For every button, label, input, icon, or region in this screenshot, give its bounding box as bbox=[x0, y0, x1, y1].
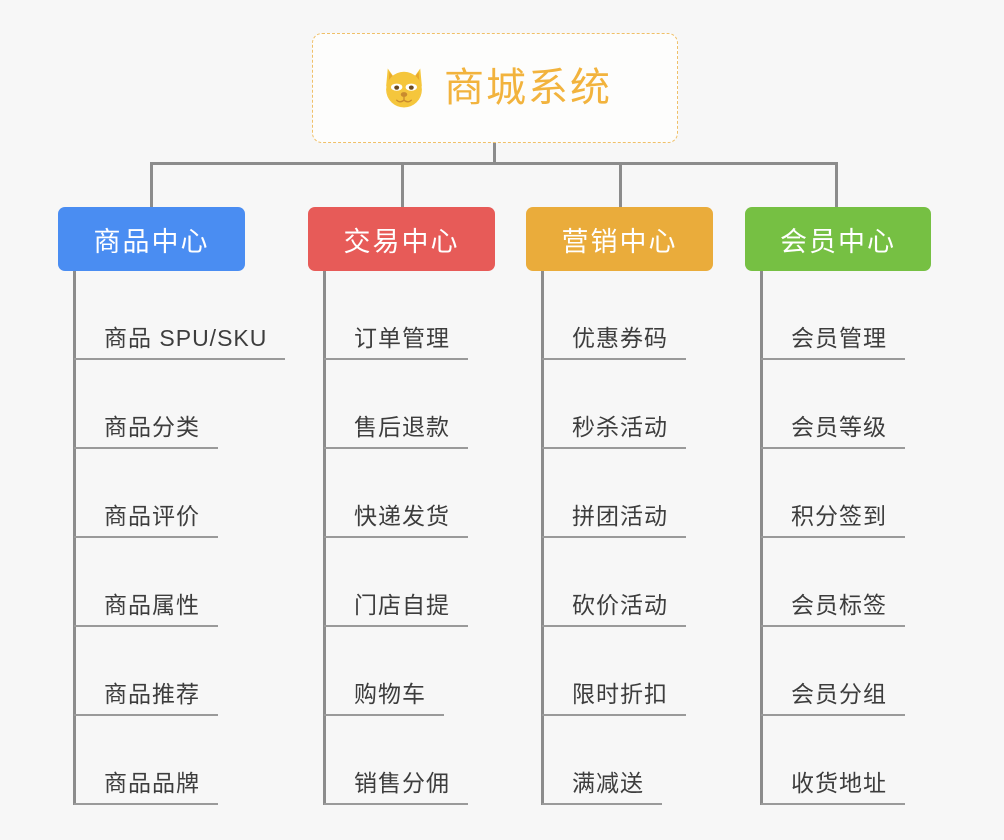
branch-spine bbox=[760, 271, 763, 805]
leaf-label: 商品属性 bbox=[104, 591, 200, 618]
leaf-label: 优惠券码 bbox=[572, 324, 668, 351]
branch-header-3[interactable]: 营销中心 bbox=[526, 207, 713, 271]
leaf-label: 商品推荐 bbox=[104, 680, 200, 707]
leaf-item[interactable]: 会员管理 bbox=[760, 271, 905, 360]
leaf-item[interactable]: 购物车 bbox=[323, 627, 468, 716]
leaf-item[interactable]: 限时折扣 bbox=[541, 627, 686, 716]
leaf-label: 商品品牌 bbox=[104, 769, 200, 796]
branch-spine bbox=[541, 271, 544, 805]
leaf-item[interactable]: 售后退款 bbox=[323, 360, 468, 449]
branch-spine bbox=[73, 271, 76, 805]
leaf-item[interactable]: 会员分组 bbox=[760, 627, 905, 716]
leaf-list: 优惠券码 秒杀活动 拼团活动 砍价活动 限时折扣 满减送 bbox=[541, 271, 686, 805]
leaf-label: 商品分类 bbox=[104, 413, 200, 440]
leaf-item[interactable]: 砍价活动 bbox=[541, 538, 686, 627]
leaf-label: 砍价活动 bbox=[572, 591, 668, 618]
leaf-label: 会员管理 bbox=[791, 324, 887, 351]
leaf-item[interactable]: 订单管理 bbox=[323, 271, 468, 360]
connector-bus bbox=[150, 162, 838, 165]
leaf-item[interactable]: 会员标签 bbox=[760, 538, 905, 627]
leaf-label: 购物车 bbox=[354, 680, 426, 707]
branch-spine bbox=[323, 271, 326, 805]
branch-header-2[interactable]: 交易中心 bbox=[308, 207, 495, 271]
connector-drop-2 bbox=[401, 162, 404, 208]
leaf-item[interactable]: 拼团活动 bbox=[541, 449, 686, 538]
leaf-item[interactable]: 优惠券码 bbox=[541, 271, 686, 360]
connector-drop-1 bbox=[150, 162, 153, 208]
branch-header-label: 商品中心 bbox=[93, 226, 210, 257]
connector-trunk bbox=[493, 143, 496, 165]
leaf-item[interactable]: 商品推荐 bbox=[73, 627, 285, 716]
leaf-label: 售后退款 bbox=[354, 413, 450, 440]
leaf-label: 积分签到 bbox=[791, 502, 887, 529]
leaf-item[interactable]: 商品属性 bbox=[73, 538, 285, 627]
root-title: 商城系统 bbox=[444, 66, 612, 110]
leaf-item[interactable]: 会员等级 bbox=[760, 360, 905, 449]
branch-header-label: 交易中心 bbox=[343, 226, 460, 257]
leaf-label: 商品 SPU/SKU bbox=[104, 324, 268, 351]
leaf-item[interactable]: 门店自提 bbox=[323, 538, 468, 627]
leaf-item[interactable]: 收货地址 bbox=[760, 716, 905, 805]
connector-drop-4 bbox=[835, 162, 838, 208]
leaf-label: 会员分组 bbox=[791, 680, 887, 707]
branch-header-4[interactable]: 会员中心 bbox=[745, 207, 931, 271]
branch-header-1[interactable]: 商品中心 bbox=[58, 207, 245, 271]
leaf-label: 销售分佣 bbox=[354, 769, 450, 796]
branch-header-label: 会员中心 bbox=[780, 226, 896, 257]
leaf-label: 订单管理 bbox=[354, 324, 450, 351]
leaf-list: 订单管理 售后退款 快递发货 门店自提 购物车 销售分佣 bbox=[323, 271, 468, 805]
root-node[interactable]: 商城系统 bbox=[312, 33, 678, 143]
leaf-label: 收货地址 bbox=[791, 769, 887, 796]
leaf-item[interactable]: 商品评价 bbox=[73, 449, 285, 538]
leaf-label: 限时折扣 bbox=[572, 680, 668, 707]
leaf-label: 门店自提 bbox=[354, 591, 450, 618]
leaf-list: 会员管理 会员等级 积分签到 会员标签 会员分组 收货地址 bbox=[760, 271, 905, 805]
leaf-item[interactable]: 商品 SPU/SKU bbox=[73, 271, 286, 360]
leaf-label: 秒杀活动 bbox=[572, 413, 668, 440]
shiba-dog-face-icon bbox=[378, 62, 430, 114]
branch-header-label: 营销中心 bbox=[561, 226, 678, 257]
connector-drop-3 bbox=[619, 162, 622, 208]
leaf-label: 满减送 bbox=[572, 769, 644, 796]
leaf-item[interactable]: 积分签到 bbox=[760, 449, 905, 538]
leaf-label: 会员等级 bbox=[791, 413, 887, 440]
leaf-item[interactable]: 商品分类 bbox=[73, 360, 285, 449]
leaf-label: 商品评价 bbox=[104, 502, 200, 529]
leaf-item[interactable]: 销售分佣 bbox=[323, 716, 468, 805]
leaf-label: 拼团活动 bbox=[572, 502, 668, 529]
leaf-label: 会员标签 bbox=[791, 591, 887, 618]
leaf-item[interactable]: 秒杀活动 bbox=[541, 360, 686, 449]
leaf-item[interactable]: 快递发货 bbox=[323, 449, 468, 538]
leaf-label: 快递发货 bbox=[354, 502, 450, 529]
leaf-item[interactable]: 商品品牌 bbox=[73, 716, 285, 805]
leaf-item[interactable]: 满减送 bbox=[541, 716, 686, 805]
leaf-list: 商品 SPU/SKU 商品分类 商品评价 商品属性 商品推荐 商品品牌 bbox=[73, 271, 286, 805]
